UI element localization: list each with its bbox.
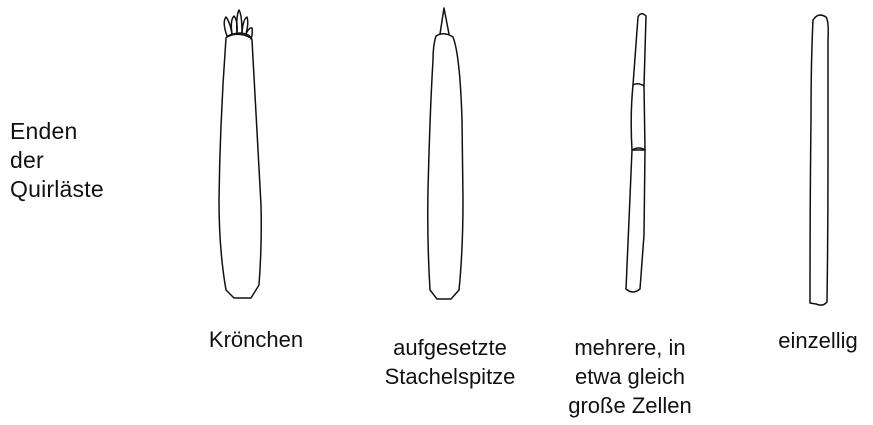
stachelspitze-body — [428, 34, 463, 299]
caption-line: einzellig — [766, 326, 870, 355]
mehrzellig-cell-middle — [631, 84, 645, 150]
caption-line: mehrere, in — [555, 333, 705, 362]
kroenchen-body — [219, 33, 261, 298]
caption-line: aufgesetzte — [365, 333, 535, 362]
mehrzellig-cell-bottom — [626, 148, 645, 292]
caption-kroenchen: Krönchen — [196, 325, 316, 354]
mehrzellig-cell-top — [633, 14, 646, 86]
caption-stachelspitze: aufgesetzte Stachelspitze — [365, 333, 535, 391]
stachelspitze-spike — [440, 8, 449, 34]
caption-line: Stachelspitze — [365, 362, 535, 391]
branch-tip-stachelspitze — [428, 8, 463, 299]
caption-einzellig: einzellig — [766, 326, 870, 355]
kroenchen-crown-spike — [237, 10, 242, 33]
branch-tip-einzellig — [810, 15, 828, 305]
caption-line: Krönchen — [196, 325, 316, 354]
einzellig-body — [810, 15, 828, 305]
caption-mehrzellig: mehrere, in etwa gleich große Zellen — [555, 333, 705, 420]
branch-tip-kroenchen — [219, 10, 261, 298]
branch-tip-mehrzellig — [626, 14, 646, 292]
caption-line: große Zellen — [555, 391, 705, 420]
caption-line: etwa gleich — [555, 362, 705, 391]
